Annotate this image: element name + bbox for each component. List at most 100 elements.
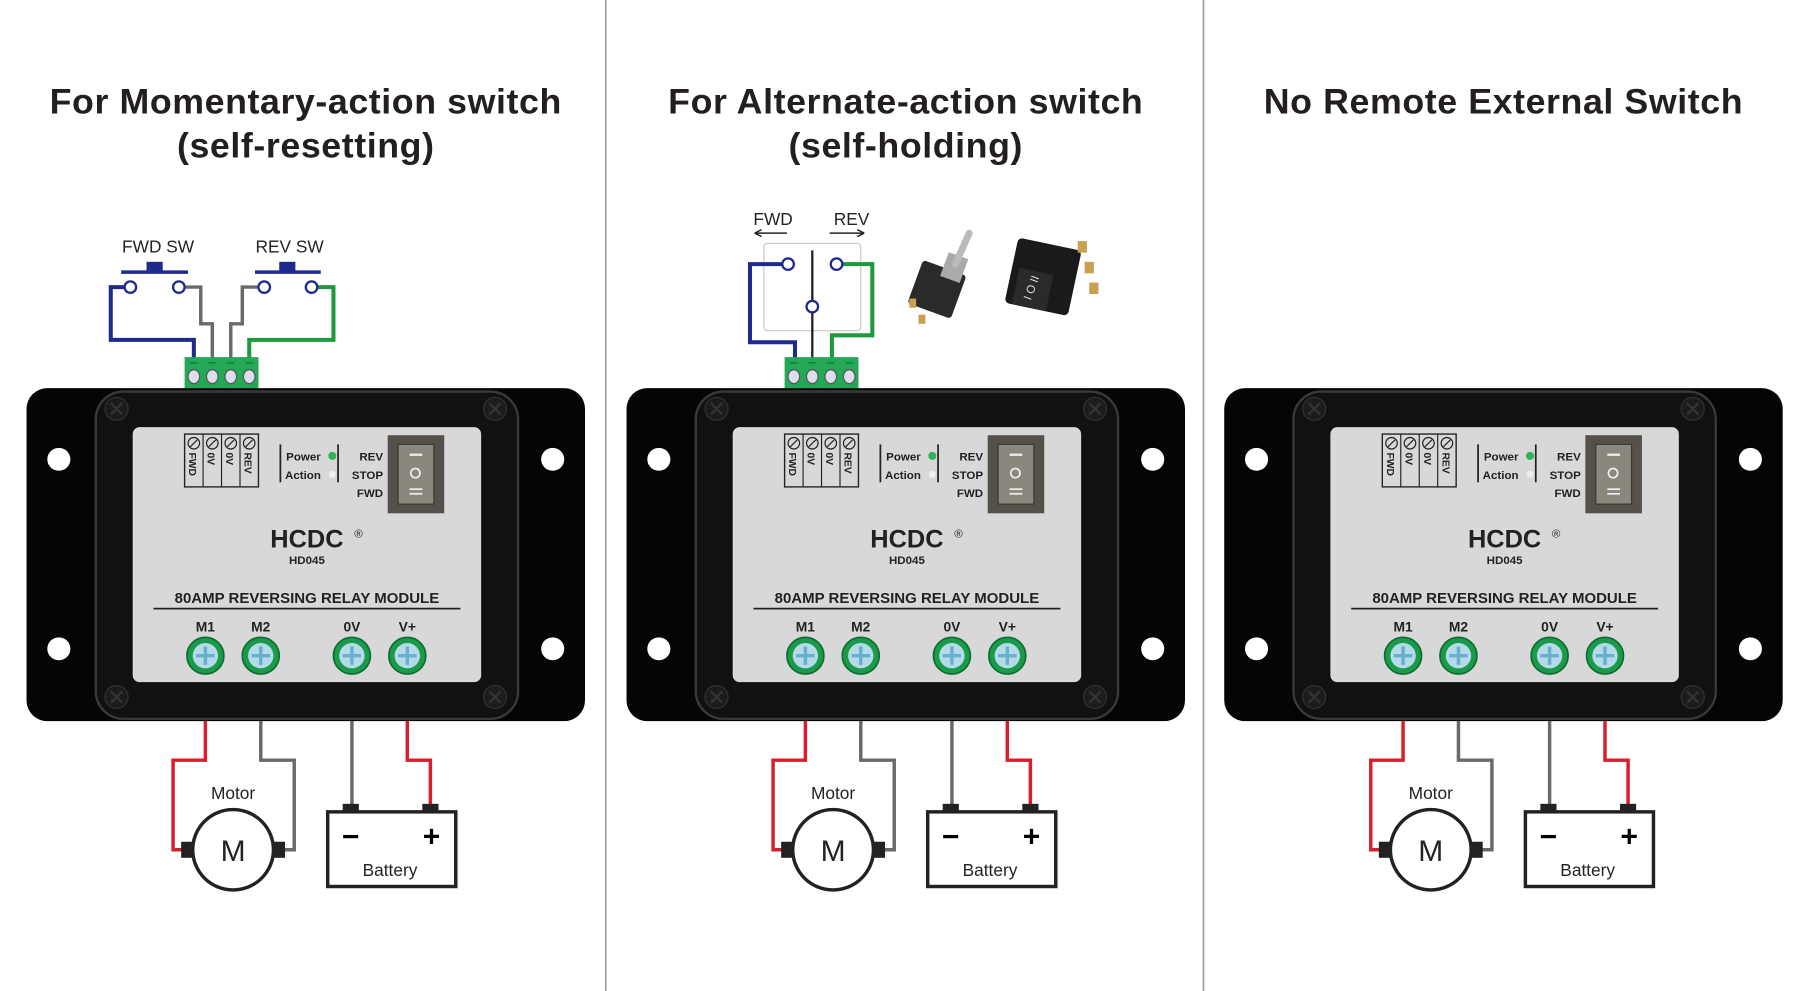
screw-slot-icon [787,436,801,450]
power-led-icon [928,451,937,460]
control-terminal-label: 0V [205,452,216,465]
motor: M Motor [781,783,885,892]
output-terminal-label: M1 [196,619,216,635]
wire-rev-green [247,285,336,359]
motor: M Motor [1378,783,1483,892]
output-terminal-label: V+ [399,619,416,635]
battery-minus: − [1540,820,1558,853]
rocker-position-label: STOP [1550,470,1582,482]
screw-slot-icon [1422,436,1435,450]
mounting-hole [1738,637,1762,661]
screw-icon [1680,684,1705,710]
model-number: HD045 [889,555,925,567]
output-terminal-screw [387,636,427,675]
battery-minus: − [942,820,960,853]
control-terminal-label: FWD [786,452,797,476]
power-led-icon [328,451,337,460]
screw-icon [1302,396,1327,421]
battery-plus: + [1023,820,1041,853]
rocker-switch[interactable] [1585,435,1642,514]
action-label: Action [285,470,321,482]
action-led-icon [328,470,336,478]
screw-slot-icon [1385,436,1398,450]
registered-mark: ® [354,528,363,540]
switch-contact-icon [805,299,820,314]
output-terminal-screw [1439,636,1478,675]
rev-direction-label: REV [834,209,870,229]
mounting-hole [1245,447,1269,471]
wire-m1-red [171,721,208,852]
rocker-switch-photo: I O II [1005,238,1099,316]
power-label: Power [1484,451,1519,463]
wire-fwd-blue [747,262,798,359]
mounting-hole [1245,637,1269,661]
module-name: 80AMP REVERSING RELAY MODULE [175,590,440,607]
mounting-hole [647,447,671,471]
screw-icon [1082,684,1108,710]
output-terminal-label: M2 [251,619,271,635]
module-name: 80AMP REVERSING RELAY MODULE [1372,590,1637,607]
rocker-position-label: REV [359,451,383,463]
mounting-hole [541,637,565,661]
power-label: Power [286,451,321,463]
control-terminal-label: FWD [186,452,197,476]
wire-gray [229,285,259,359]
screw-slot-icon [805,436,819,450]
screw-icon [1680,396,1705,421]
output-terminal-label: M2 [1449,619,1469,635]
screw-icon [1302,684,1327,710]
wire-rev-green [829,262,875,359]
rocker-switch[interactable] [987,435,1045,514]
fwd-push-button-icon [121,261,189,294]
control-terminal-label: FWD [1384,452,1395,476]
output-terminal-label: 0V [1541,619,1559,635]
motor-label: Motor [811,783,855,803]
mounting-hole [541,447,565,471]
screw-icon [1082,396,1108,421]
wire-m1-red [771,721,808,852]
battery: − + Battery [925,803,1058,889]
brand-logo: HCDC [870,526,943,554]
panel-1: For Momentary-action switch(self-resetti… [26,82,586,892]
output-terminal-label: 0V [943,619,961,635]
control-terminal-label: REV [242,452,253,473]
rev-push-button-icon [254,261,321,294]
fwd-switch-label: FWD SW [122,237,195,257]
output-terminal-screw [241,636,281,675]
battery-minus: − [342,820,360,853]
screw-slot-icon [842,436,856,450]
screw-slot-icon [224,436,238,450]
mounting-hole [647,637,671,661]
battery: − + Battery [325,803,458,889]
panel-2: For Alternate-action switch(self-holding… [626,82,1185,892]
battery-label: Battery [363,860,418,880]
mounting-hole [47,637,71,661]
screw-icon [704,684,729,710]
brand-logo: HCDC [270,526,343,554]
rocker-switch[interactable] [387,435,445,514]
rocker-position-label: FWD [957,488,983,500]
mounting-hole [1141,637,1165,661]
screw-icon [104,396,129,421]
screw-icon [104,684,129,710]
panel-title: For Alternate-action switch [668,82,1143,122]
motor-label: Motor [211,783,255,803]
panel-title: For Momentary-action switch [50,82,562,122]
wire-m2-gray [1456,721,1494,852]
control-terminal-label: REV [1439,452,1450,473]
screw-slot-icon [242,436,256,450]
wire-vplus-red [1603,721,1630,807]
wire-m2-gray [859,721,896,852]
screw-icon [482,396,508,421]
registered-mark: ® [1552,528,1561,540]
rocker-position-label: REV [959,451,983,463]
wire-m1-red [1369,721,1405,852]
wire-m2-gray [259,721,296,852]
action-led-icon [1526,470,1534,478]
output-terminal-screw [1585,636,1625,675]
switch-contact-icon [781,257,795,272]
output-terminal-screw [1383,636,1423,675]
rocker-position-label: REV [1557,451,1581,463]
output-terminal-label: M2 [851,619,871,635]
motor-symbol: M [221,835,246,868]
